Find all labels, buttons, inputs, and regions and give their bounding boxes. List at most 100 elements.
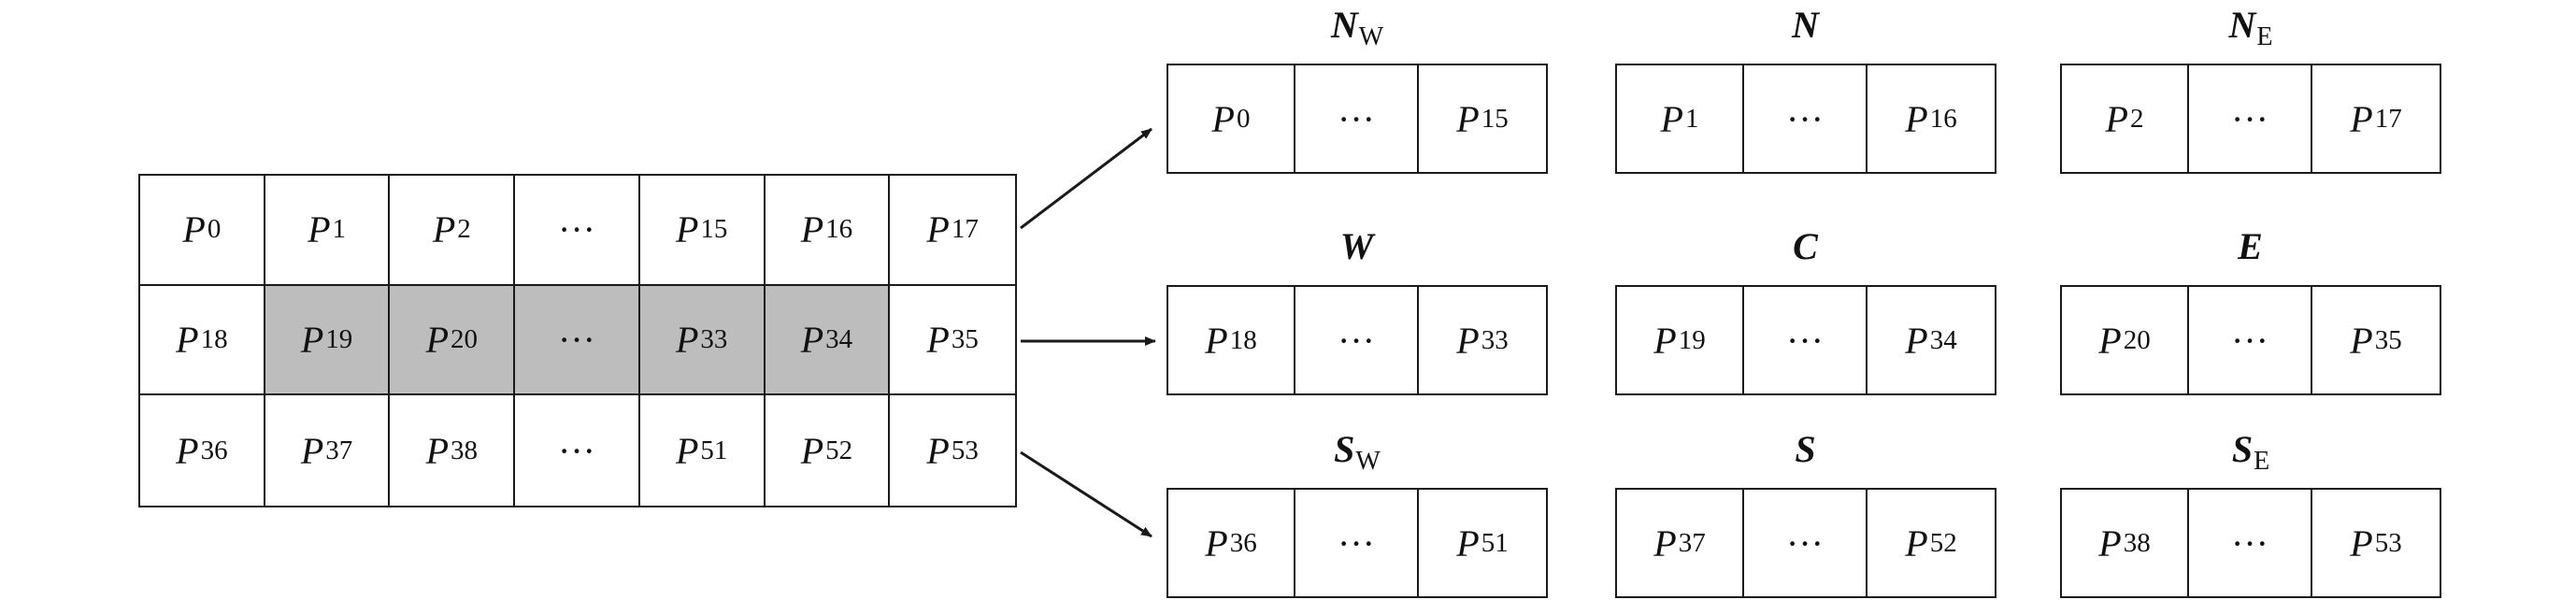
cell-symbol: P	[800, 208, 824, 251]
cell-symbol: P	[176, 429, 199, 472]
group-label: NE	[2228, 4, 2273, 51]
cell-symbol: P	[675, 208, 699, 251]
group-cell-ellipsis: ···	[2189, 490, 2312, 596]
cell-symbol: P	[675, 318, 699, 361]
arrow-top	[1020, 127, 1152, 230]
arrow-bottom	[1020, 450, 1152, 538]
cell-subscript: 1	[332, 214, 347, 245]
group-cell-ellipsis: ···	[2189, 287, 2312, 393]
cell-symbol: P	[800, 318, 824, 361]
cell-symbol: P	[926, 429, 950, 472]
cell-subscript: 18	[200, 323, 228, 354]
group-cell-ellipsis: ···	[1744, 287, 1868, 393]
cell-subscript: 37	[325, 435, 353, 465]
ellipsis: ···	[558, 208, 595, 251]
group-cell-ellipsis: ···	[1744, 490, 1868, 596]
cell-symbol: P	[425, 318, 449, 361]
cell-symbol: P	[176, 318, 199, 361]
cell-subscript: 51	[700, 435, 728, 465]
cell-symbol: P	[300, 429, 324, 472]
group-label: NW	[1330, 4, 1384, 51]
cell-subscript: 15	[700, 214, 728, 245]
cell-symbol: P	[675, 429, 699, 472]
group-cell-ellipsis: ···	[2189, 65, 2312, 172]
cell-subscript: 19	[325, 323, 353, 354]
cell-symbol: P	[308, 208, 331, 251]
cell-subscript: 33	[700, 323, 728, 354]
grid-cell-ellipsis: ···	[515, 176, 640, 286]
ellipsis: ···	[558, 318, 595, 361]
cell-subscript: 17	[951, 214, 979, 245]
cell-subscript: 35	[951, 323, 979, 354]
group-label: S	[1795, 428, 1816, 470]
cell-subscript: 16	[825, 214, 853, 245]
cell-subscript: 52	[825, 435, 853, 465]
cell-symbol: P	[800, 429, 824, 472]
grid-cell-ellipsis: ···	[515, 395, 640, 506]
group-label: SW	[1334, 428, 1381, 476]
group-cell-ellipsis: ···	[1295, 490, 1419, 596]
ellipsis: ···	[558, 429, 595, 472]
group-label: N	[1792, 4, 1819, 46]
grid-cell-ellipsis: ···	[515, 285, 640, 396]
cell-subscript: 38	[451, 435, 478, 465]
cell-subscript: 36	[200, 435, 228, 465]
cell-subscript: 53	[951, 435, 979, 465]
cell-subscript: 0	[207, 214, 222, 245]
cell-symbol: P	[432, 208, 456, 251]
cell-subscript: 34	[825, 323, 853, 354]
cell-symbol: P	[926, 208, 950, 251]
cell-symbol: P	[926, 318, 950, 361]
group-label: C	[1793, 225, 1818, 267]
cell-subscript: 20	[451, 323, 478, 354]
cell-symbol: P	[300, 318, 324, 361]
